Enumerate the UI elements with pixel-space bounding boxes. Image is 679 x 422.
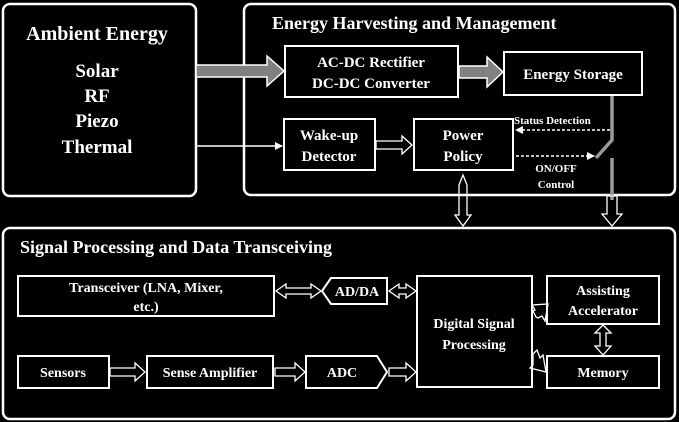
harvesting-management-block: Energy Harvesting and Management AC-DC R… (242, 2, 677, 197)
accelerator-label-line1: Assisting (576, 284, 630, 299)
transceiver-box: Transceiver (LNA, Mixer, etc.) (17, 275, 275, 317)
dsp-box: Digital Signal Processing (416, 275, 533, 388)
memory-label: Memory (577, 366, 628, 381)
ambient-to-rectifier-arrow (195, 54, 286, 88)
accelerator-box: Assisting Accelerator (546, 275, 660, 325)
power-label: Power (443, 128, 484, 144)
storage-to-processing-arrow (600, 195, 624, 228)
ambient-energy-block: Ambient Energy Solar RF Piezo Thermal (1, 2, 198, 198)
rectifier-converter-box: AC-DC Rectifier DC-DC Converter (284, 45, 459, 98)
status-detection-label: Status Detection (514, 115, 591, 127)
energy-storage-box: Energy Storage (503, 51, 643, 96)
accelerator-label-line2: Accelerator (568, 304, 638, 319)
transceiver-label-line1: Transceiver (LNA, Mixer, (69, 281, 223, 296)
adda-dsp-arrow (387, 282, 418, 300)
ambient-energy-title: Ambient Energy (26, 23, 168, 45)
adc-to-dsp-arrow (388, 361, 417, 383)
dsp-to-memory-arrow (528, 348, 547, 373)
power-policy-box: Power Policy (413, 118, 514, 171)
sensors-box: Sensors (17, 355, 110, 389)
amp-to-adc-arrow (274, 361, 306, 383)
rectifier-to-storage-arrow (458, 55, 505, 89)
onoff-label: ON/OFF (535, 163, 577, 175)
wakeup-label: Wake-up (300, 128, 358, 144)
harvesting-title: Energy Harvesting and Management (272, 13, 556, 33)
wakeup-to-policy-arrow (375, 134, 413, 156)
dsp-to-accelerator-arrow (530, 303, 549, 323)
sensors-to-amp-arrow (109, 361, 146, 383)
converter-label: DC-DC Converter (312, 76, 430, 92)
transceiver-adda-arrow (274, 282, 323, 300)
signal-processing-block: Signal Processing and Data Transceiving … (1, 226, 677, 421)
source-piezo: Piezo (75, 111, 118, 132)
source-rf: RF (84, 86, 109, 107)
dsp-label-line1: Digital Signal (433, 317, 514, 332)
wakeup-detector-box: Wake-up Detector (283, 118, 376, 171)
policy-label: Policy (443, 149, 483, 165)
transceiver-label-line2: etc.) (133, 300, 159, 315)
rectifier-label: AC-DC Rectifier (317, 55, 425, 71)
adda-box: AD/DA (320, 277, 388, 305)
source-solar: Solar (75, 61, 119, 82)
sense-amplifier-label: Sense Amplifier (163, 366, 258, 381)
memory-box: Memory (546, 355, 660, 389)
dsp-label-line2: Processing (442, 338, 506, 353)
storage-switch-line (594, 96, 614, 160)
sense-amplifier-box: Sense Amplifier (146, 355, 274, 389)
connectors (109, 54, 624, 383)
adc-box: ADC (305, 355, 389, 389)
adda-label: AD/DA (335, 285, 380, 300)
energy-storage-label: Energy Storage (523, 67, 623, 83)
accelerator-memory-arrow (593, 324, 613, 356)
control-label: Control (538, 179, 574, 191)
adc-label: ADC (327, 366, 357, 381)
sensors-label: Sensors (40, 366, 86, 381)
detector-label: Detector (302, 149, 357, 165)
processing-title: Signal Processing and Data Transceiving (20, 237, 332, 257)
source-thermal: Thermal (62, 137, 133, 158)
policy-processing-double-arrow (453, 173, 473, 228)
